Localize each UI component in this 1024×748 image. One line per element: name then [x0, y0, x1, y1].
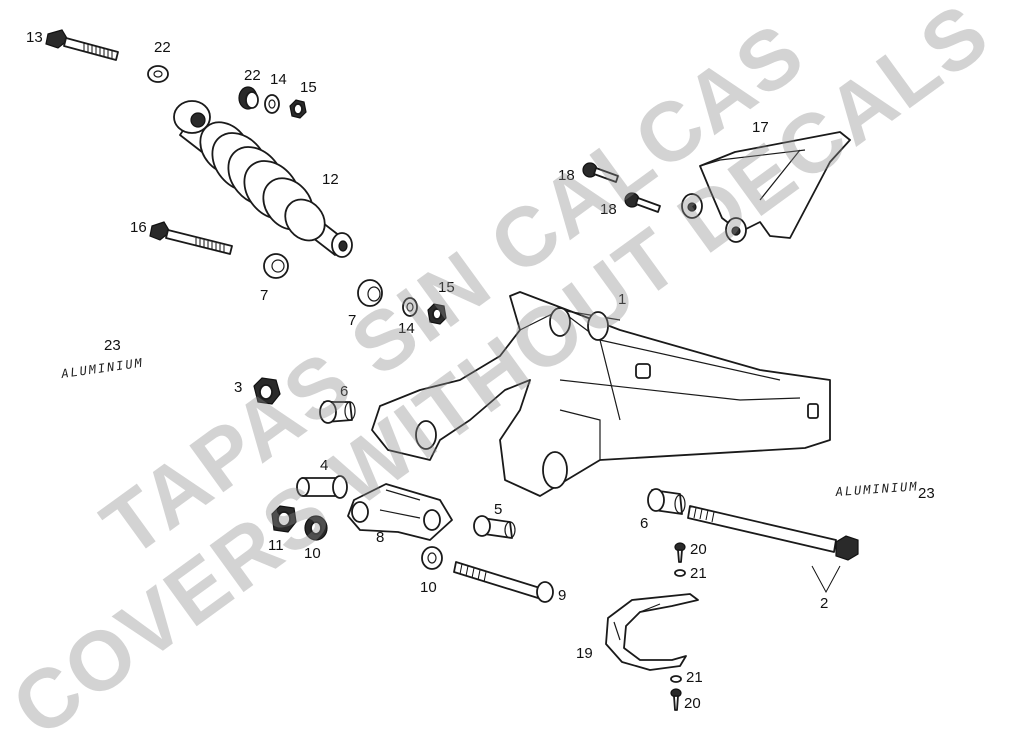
callout-3: 3	[234, 379, 242, 396]
part-13-bolt	[45, 29, 119, 61]
callout-11: 11	[268, 537, 284, 554]
callout-5: 5	[494, 501, 502, 518]
part-3-nut	[253, 377, 281, 405]
callout-14a: 14	[270, 71, 287, 88]
callout-8: 8	[376, 529, 384, 546]
callout-16: 16	[130, 219, 147, 236]
part-10-washer-lower	[421, 546, 443, 570]
part-21-washer-upper	[674, 569, 686, 577]
callout-10a: 10	[304, 545, 321, 562]
part-19-chain-slider	[605, 593, 699, 671]
callout-13: 13	[26, 29, 43, 46]
callout-7a: 7	[260, 287, 268, 304]
part-7-bushing-lower	[357, 279, 383, 307]
part-6-bushing-right	[647, 488, 686, 515]
part-10-washer-left	[304, 515, 328, 541]
callout-9: 9	[558, 587, 566, 604]
part-5-spacer	[473, 515, 516, 539]
part-20-screw-upper	[674, 542, 686, 563]
callout-21b: 21	[686, 669, 703, 686]
callout-12: 12	[322, 171, 339, 188]
callout-7b: 7	[348, 312, 356, 329]
callout-22b: 22	[244, 67, 261, 84]
part-7-bushing-upper	[263, 253, 289, 279]
callout-19: 19	[576, 645, 593, 662]
part-6-bushing-left	[319, 400, 356, 424]
part-15-nut	[289, 99, 307, 119]
leader-2	[811, 565, 841, 594]
callout-4: 4	[320, 457, 328, 474]
callout-2: 2	[820, 595, 828, 612]
callout-1: 1	[618, 291, 626, 308]
callout-20b: 20	[684, 695, 701, 712]
callout-6a: 6	[340, 383, 348, 400]
part-20-screw-lower	[670, 688, 682, 711]
callout-23a: 23	[104, 337, 121, 354]
part-11-nut	[271, 505, 297, 533]
part-22-washer	[147, 65, 169, 83]
part-8-linkage	[347, 483, 453, 541]
part-18-screw-lower	[624, 192, 661, 213]
part-18-screw-upper	[582, 162, 619, 183]
part-16-bolt	[149, 221, 233, 255]
part-4-pin	[296, 475, 348, 499]
part-2-axle-bolt	[687, 505, 859, 561]
part-22-bushing	[238, 86, 259, 110]
callout-20a: 20	[690, 541, 707, 558]
callout-15b: 15	[438, 279, 455, 296]
callout-17: 17	[752, 119, 769, 136]
watermark-line-1: TAPAS SIN CALCAS	[85, 4, 821, 574]
part-9-bolt	[453, 561, 554, 603]
part-17-chain-guard	[681, 131, 851, 243]
callout-21a: 21	[690, 565, 707, 582]
decal-23-left: ALUMINIUM	[59, 356, 144, 382]
part-21-washer-lower	[670, 675, 682, 683]
part-15-nut-lower	[427, 303, 447, 325]
callout-18b: 18	[600, 201, 617, 218]
part-14-washer-lower	[402, 297, 418, 317]
part-12-shock-absorber	[173, 100, 353, 258]
callout-6b: 6	[640, 515, 648, 532]
callout-23b: 23	[918, 485, 935, 502]
callout-18a: 18	[558, 167, 575, 184]
callout-15a: 15	[300, 79, 317, 96]
callout-10b: 10	[420, 579, 437, 596]
part-14-washer	[264, 94, 280, 114]
callout-14b: 14	[398, 320, 415, 337]
part-1-swingarm	[371, 291, 831, 497]
callout-22a: 22	[154, 39, 171, 56]
decal-23-right: ALUMINIUM	[834, 479, 919, 499]
